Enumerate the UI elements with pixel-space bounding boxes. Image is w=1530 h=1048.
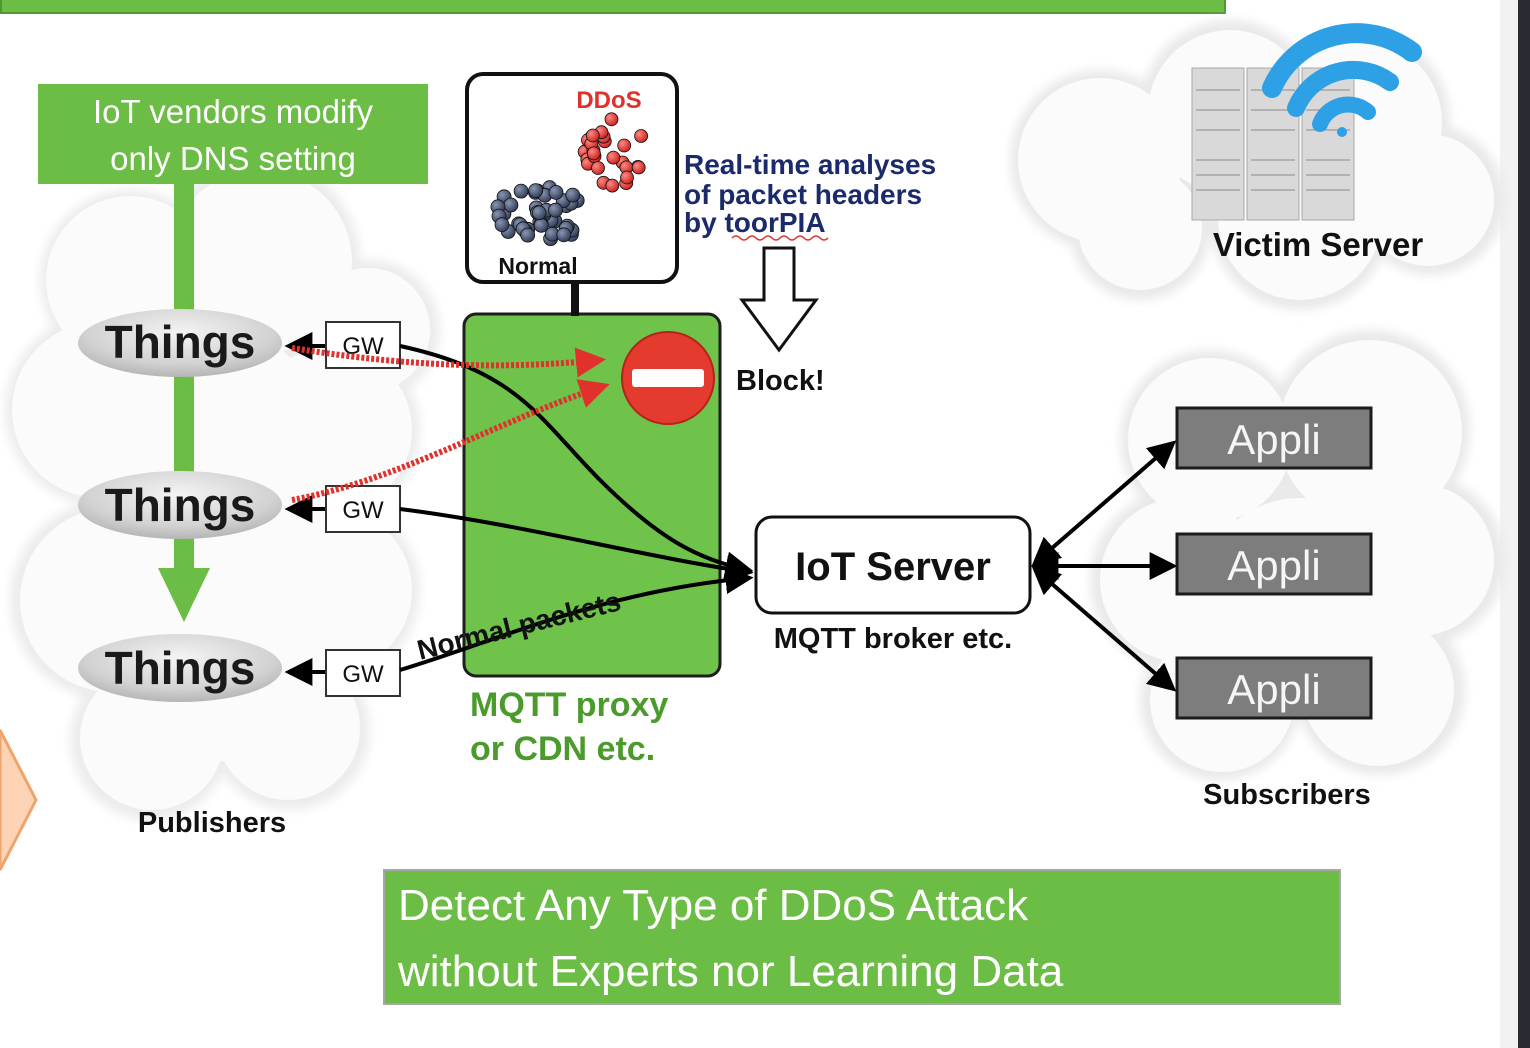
ddos-label: DDoS <box>576 87 641 114</box>
no-entry-icon <box>621 331 715 425</box>
traffic-analysis-box <box>465 72 679 284</box>
wifi-icon <box>1262 23 1422 137</box>
subscribers-caption: Subscribers <box>1203 779 1371 811</box>
iot-server-label: IoT Server <box>795 545 991 589</box>
normal-packet-dot <box>548 184 564 200</box>
normal-packet-cluster <box>490 180 585 247</box>
normal-packet-dot <box>494 217 510 233</box>
normal-packet-dot <box>528 183 544 199</box>
normal-packet-dot <box>503 197 519 213</box>
appli-label-3: Appli <box>1227 666 1320 713</box>
normal-packet-dot <box>556 227 572 243</box>
analysis-connector <box>571 280 579 316</box>
proxy-caption-line-2: or CDN etc. <box>470 730 655 768</box>
analysis-text-line-2: of packet headers <box>684 179 922 210</box>
things-label-1: Things <box>105 316 256 368</box>
ddos-attack-lines <box>291 345 610 503</box>
gateway-box-3: GW <box>325 649 401 697</box>
normal-packet-dot <box>531 205 547 221</box>
iot-server-box <box>754 515 1032 615</box>
gateway-box-2: GW <box>325 485 401 533</box>
gateway-label-3: GW <box>342 661 384 688</box>
ddos-packet-dot <box>634 129 648 143</box>
things-node-3: Things <box>78 634 282 702</box>
appli-box-3: Appli <box>1175 656 1373 720</box>
window-edge <box>1518 0 1530 1048</box>
normal-packet-dot <box>565 187 581 203</box>
appli-label-2: Appli <box>1227 542 1320 589</box>
normal-flow-lines <box>399 344 754 672</box>
analysis-text-line-1: Real-time analyses <box>684 149 936 180</box>
summary-line-2: without Experts nor Learning Data <box>397 947 1064 996</box>
spellcheck-underline <box>731 235 829 241</box>
gateway-label-2: GW <box>342 497 384 524</box>
summary-box <box>383 869 1341 1005</box>
appli-label-1: Appli <box>1227 416 1320 463</box>
block-label: Block! <box>736 365 825 397</box>
appli-box-2: Appli <box>1175 532 1373 596</box>
proxy-caption-line-1: MQTT proxy <box>470 686 668 724</box>
ddos-packet-dot <box>604 112 619 127</box>
normal-packet-dot <box>548 202 563 218</box>
ddos-packet-dot <box>585 128 600 143</box>
callout-arrow-icon <box>0 729 38 871</box>
vendor-note-line-2: only DNS setting <box>110 140 356 177</box>
things-node-2: Things <box>78 471 282 539</box>
ddos-packet-cluster <box>577 112 648 193</box>
things-label-3: Things <box>105 642 256 694</box>
vendor-note-box <box>38 84 428 184</box>
ddos-packet-dot <box>605 178 620 193</box>
vendor-note-line-1: IoT vendors modify <box>93 93 374 130</box>
normal-label: Normal <box>498 253 577 279</box>
gateway-to-things-arrows <box>284 332 326 686</box>
summary-line-1: Detect Any Type of DDoS Attack <box>398 881 1029 930</box>
publishers-caption: Publishers <box>138 807 286 839</box>
ddos-packet-dot <box>591 161 605 175</box>
appli-box-1: Appli <box>1175 406 1373 470</box>
normal-packet-dot <box>520 227 536 243</box>
header-banner-edge <box>0 0 1226 14</box>
down-arrow-icon <box>739 246 819 353</box>
subscriber-arrows <box>1030 440 1178 692</box>
ddos-packet-dot <box>606 150 621 165</box>
things-label-2: Things <box>105 479 256 531</box>
victim-server-label: Victim Server <box>1213 226 1424 263</box>
iot-server-caption: MQTT broker etc. <box>774 623 1013 655</box>
ddos-packet-dot <box>620 170 634 185</box>
ddos-packet-dot <box>586 146 601 161</box>
normal-packet-dot <box>513 183 529 199</box>
ddos-packet-dot <box>631 160 646 175</box>
slide-margin <box>1500 0 1518 1048</box>
things-node-1: Things <box>78 309 282 377</box>
ddos-packet-dot <box>617 138 632 153</box>
analysis-text-line-3: by toorPIA <box>684 207 826 238</box>
